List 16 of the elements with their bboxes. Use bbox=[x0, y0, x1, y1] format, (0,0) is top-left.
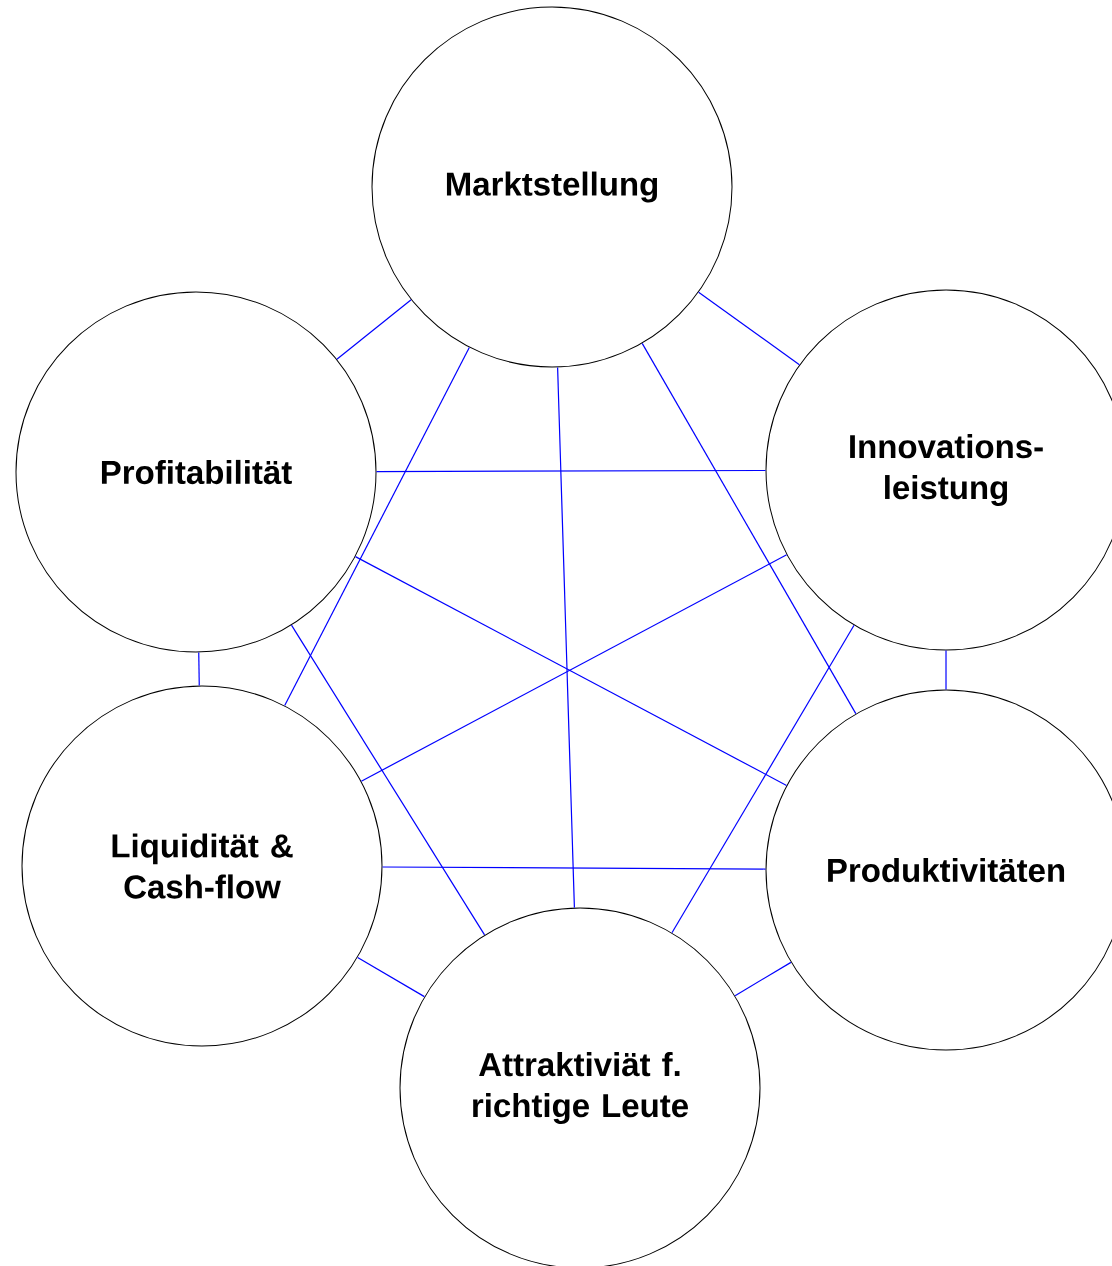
connector-line bbox=[375, 469, 767, 473]
connector-line bbox=[671, 624, 855, 934]
connector-line bbox=[357, 956, 425, 998]
circle-node: Profitabilität bbox=[15, 291, 377, 653]
connector-line bbox=[734, 961, 792, 997]
connector-line bbox=[698, 291, 800, 366]
connector-line bbox=[557, 366, 575, 909]
connector-line bbox=[290, 624, 486, 936]
connector-line bbox=[381, 866, 767, 870]
connector-line bbox=[945, 649, 947, 691]
connector-line bbox=[336, 299, 412, 360]
circle-node: Marktstellung bbox=[371, 6, 733, 368]
connector-line bbox=[198, 651, 200, 687]
circle-node: Liquidität & Cash-flow bbox=[21, 685, 383, 1047]
connector-line bbox=[284, 346, 470, 707]
connector-line bbox=[641, 342, 857, 715]
